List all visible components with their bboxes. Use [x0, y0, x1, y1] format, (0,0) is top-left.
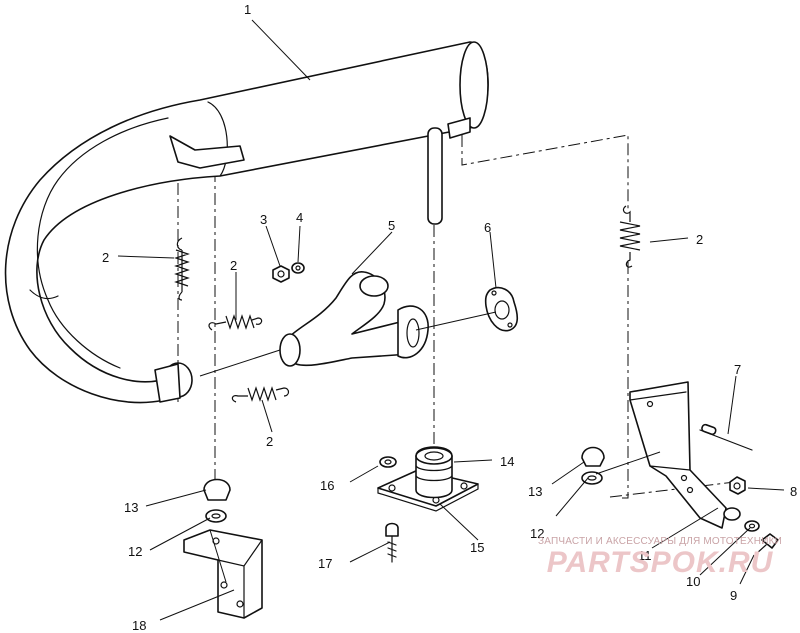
washer-12-right [581, 471, 603, 485]
callout-13-left: 13 [124, 500, 138, 515]
callout-7: 7 [734, 362, 741, 377]
washer-12-left [205, 509, 227, 523]
nut-3 [272, 265, 290, 283]
bumper-13-right [581, 446, 605, 467]
callout-16: 16 [320, 478, 334, 493]
callout-5: 5 [388, 218, 395, 233]
cable-7 [699, 423, 753, 451]
callout-12-right: 12 [530, 526, 544, 541]
bracket-11 [629, 381, 741, 529]
callout-2-lower: 2 [266, 434, 273, 449]
callout-2-left: 2 [102, 250, 109, 265]
callout-4: 4 [296, 210, 303, 225]
spring-2 [208, 314, 263, 331]
washer-10 [744, 520, 760, 532]
callout-6: 6 [484, 220, 491, 235]
leader-lines [117, 19, 785, 621]
muffler [4, 41, 489, 404]
bumper-13-left [203, 478, 231, 501]
callout-12-left: 12 [128, 544, 142, 559]
spring-3 [231, 386, 290, 403]
callout-1: 1 [244, 2, 251, 17]
callout-2-upper: 2 [230, 258, 237, 273]
bracket-18 [183, 529, 263, 619]
callout-9: 9 [730, 588, 737, 603]
callout-15: 15 [470, 540, 484, 555]
callout-10: 10 [686, 574, 700, 589]
grommet-14 [415, 446, 453, 499]
washer-16 [379, 456, 397, 468]
callout-17: 17 [318, 556, 332, 571]
callout-labels: 1 2 3 4 5 6 2 2 2 7 8 9 10 11 12 13 14 1… [102, 2, 797, 633]
callout-8: 8 [790, 484, 797, 499]
callout-13-right: 13 [528, 484, 542, 499]
callout-3: 3 [260, 212, 267, 227]
spring-1 [174, 237, 190, 301]
washer-4 [291, 262, 305, 274]
callout-14: 14 [500, 454, 514, 469]
screw-9 [755, 533, 779, 555]
nut-8 [729, 476, 746, 495]
exhaust-manifold [279, 271, 429, 367]
spring-4 [619, 205, 641, 268]
callout-2-right: 2 [696, 232, 703, 247]
screw-17 [385, 522, 399, 563]
callout-18: 18 [132, 618, 146, 633]
gasket-6 [484, 286, 519, 332]
callout-11: 11 [638, 548, 652, 563]
